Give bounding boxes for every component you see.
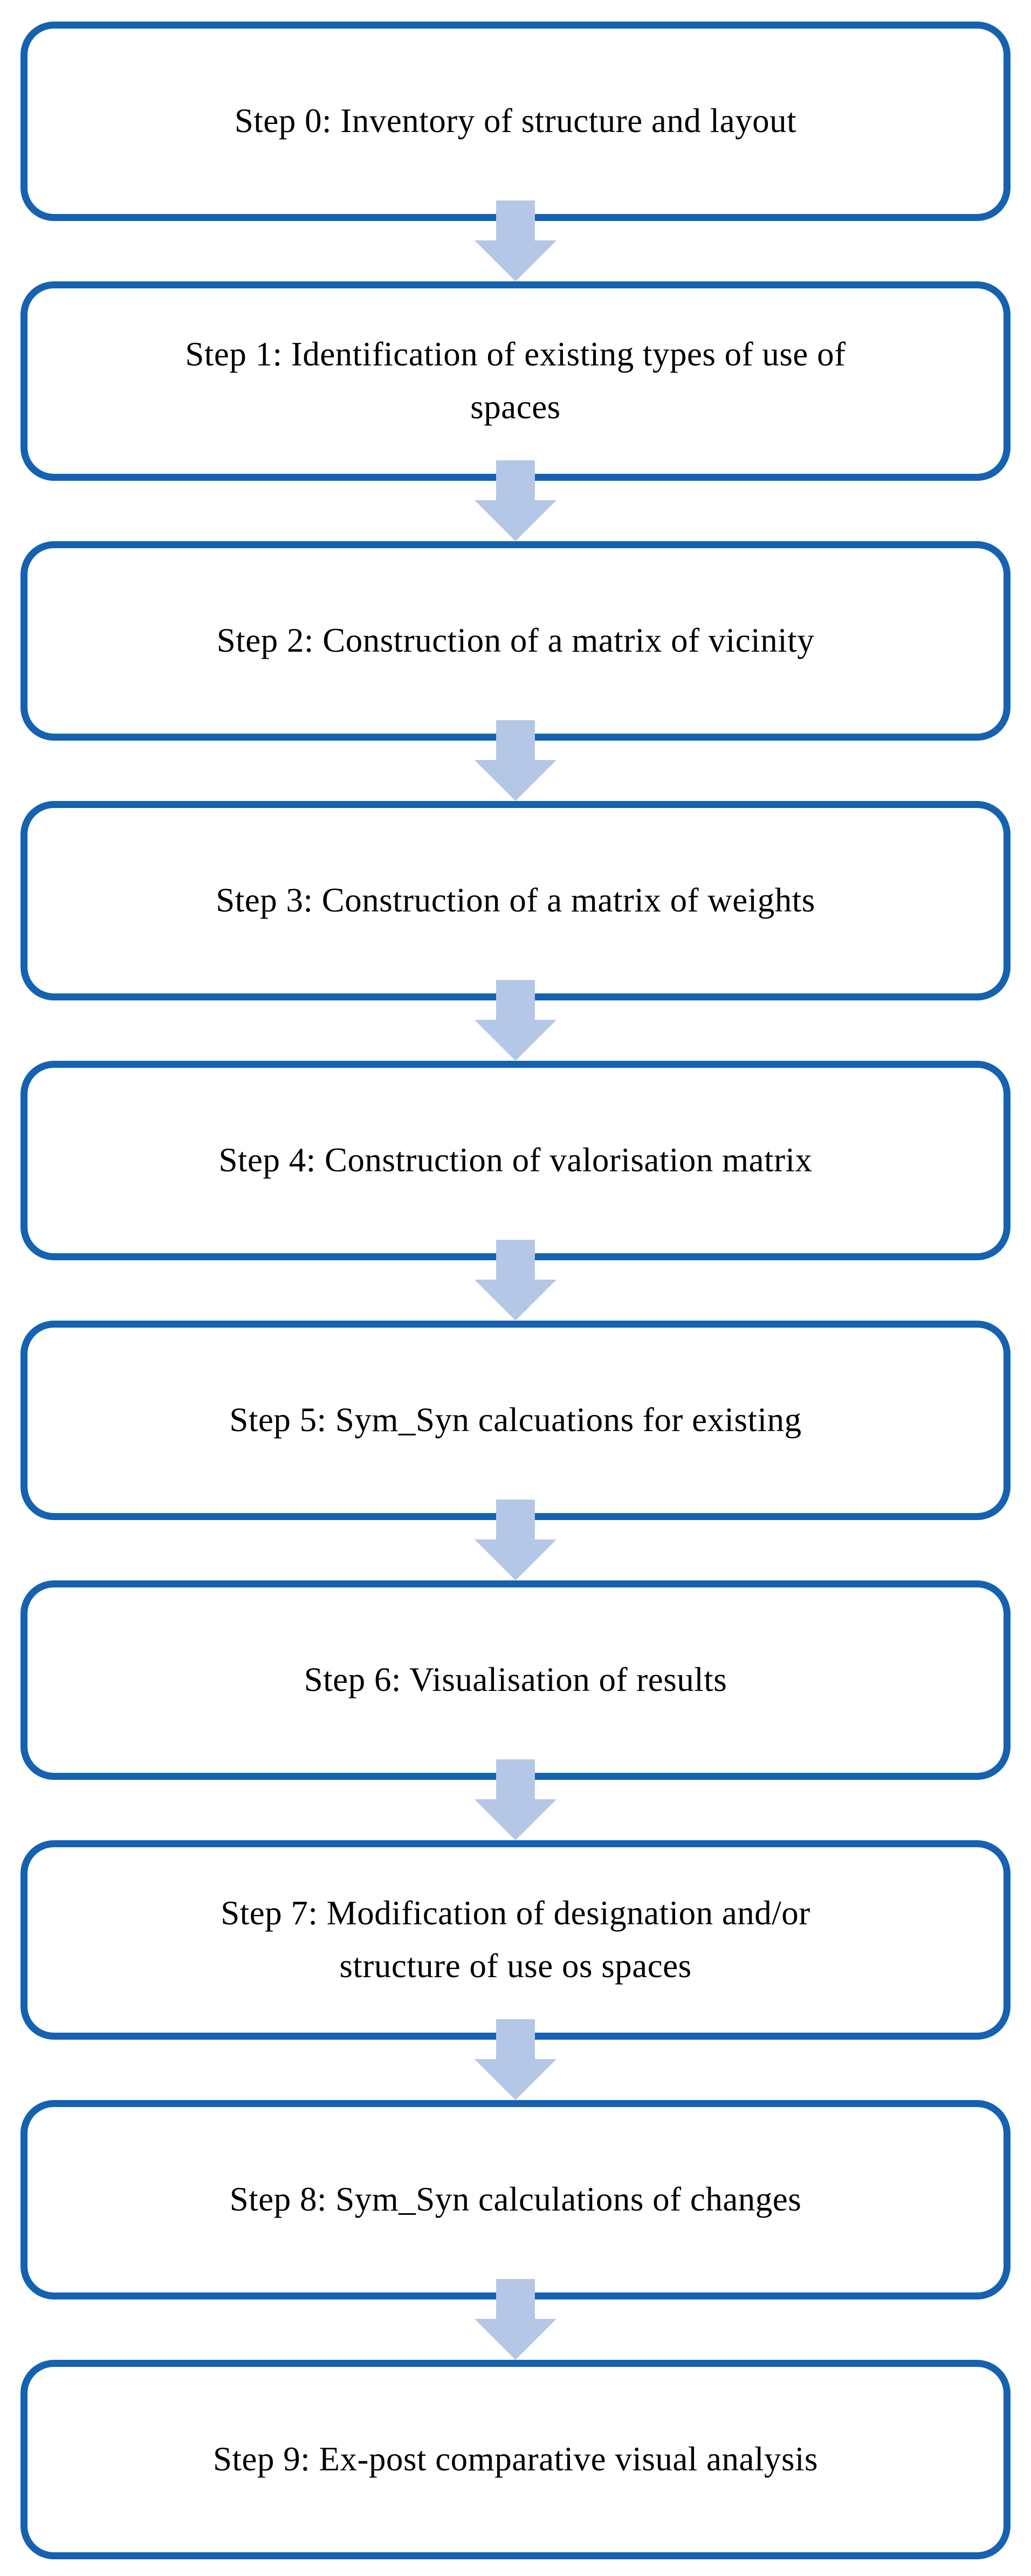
step-label-6: Step 6: Visualisation of results — [304, 1661, 727, 1699]
down-arrow-icon — [475, 980, 556, 1061]
step-box-4: Step 4: Construction of valorisation mat… — [20, 1061, 1011, 1260]
down-arrow-icon — [475, 2279, 556, 2360]
step-box-5: Step 5: Sym_Syn calcuations for existing — [20, 1321, 1011, 1520]
down-arrow-icon — [475, 2019, 556, 2100]
step-label-3: Step 3: Construction of a matrix of weig… — [216, 881, 815, 920]
connector-5-6 — [0, 1500, 1031, 1580]
step-box-8: Step 8: Sym_Syn calculations of changes — [20, 2100, 1011, 2299]
down-arrow-icon — [475, 1240, 556, 1321]
connector-3-4 — [0, 980, 1031, 1061]
step-label-7: Step 7: Modification of designation and/… — [221, 1894, 810, 1985]
connector-1-2 — [0, 460, 1031, 541]
connector-4-5 — [0, 1240, 1031, 1321]
connector-2-3 — [0, 720, 1031, 801]
down-arrow-icon — [475, 1759, 556, 1840]
connector-6-7 — [0, 1759, 1031, 1840]
step-box-9: Step 9: Ex-post comparative visual analy… — [20, 2360, 1011, 2559]
connector-8-9 — [0, 2279, 1031, 2360]
step-label-9: Step 9: Ex-post comparative visual analy… — [212, 2440, 819, 2478]
step-box-7: Step 7: Modification of designation and/… — [20, 1840, 1011, 2040]
down-arrow-icon — [475, 1500, 556, 1580]
step-label-2: Step 2: Construction of a matrix of vici… — [216, 621, 815, 660]
step-label-5: Step 5: Sym_Syn calcuations for existing — [229, 1401, 802, 1439]
connector-7-8 — [0, 2019, 1031, 2100]
step-box-1: Step 1: Identification of existing types… — [20, 281, 1011, 481]
connector-0-1 — [0, 201, 1031, 281]
down-arrow-icon — [475, 201, 556, 281]
step-box-6: Step 6: Visualisation of results — [20, 1580, 1011, 1780]
step-label-8: Step 8: Sym_Syn calculations of changes — [229, 2180, 802, 2219]
step-box-2: Step 2: Construction of a matrix of vici… — [20, 541, 1011, 741]
down-arrow-icon — [475, 720, 556, 801]
step-label-4: Step 4: Construction of valorisation mat… — [218, 1141, 813, 1179]
down-arrow-icon — [475, 460, 556, 541]
step-label-0: Step 0: Inventory of structure and layou… — [234, 102, 797, 140]
step-label-1: Step 1: Identification of existing types… — [185, 335, 846, 426]
step-box-3: Step 3: Construction of a matrix of weig… — [20, 801, 1011, 1000]
step-box-0: Step 0: Inventory of structure and layou… — [20, 22, 1011, 221]
